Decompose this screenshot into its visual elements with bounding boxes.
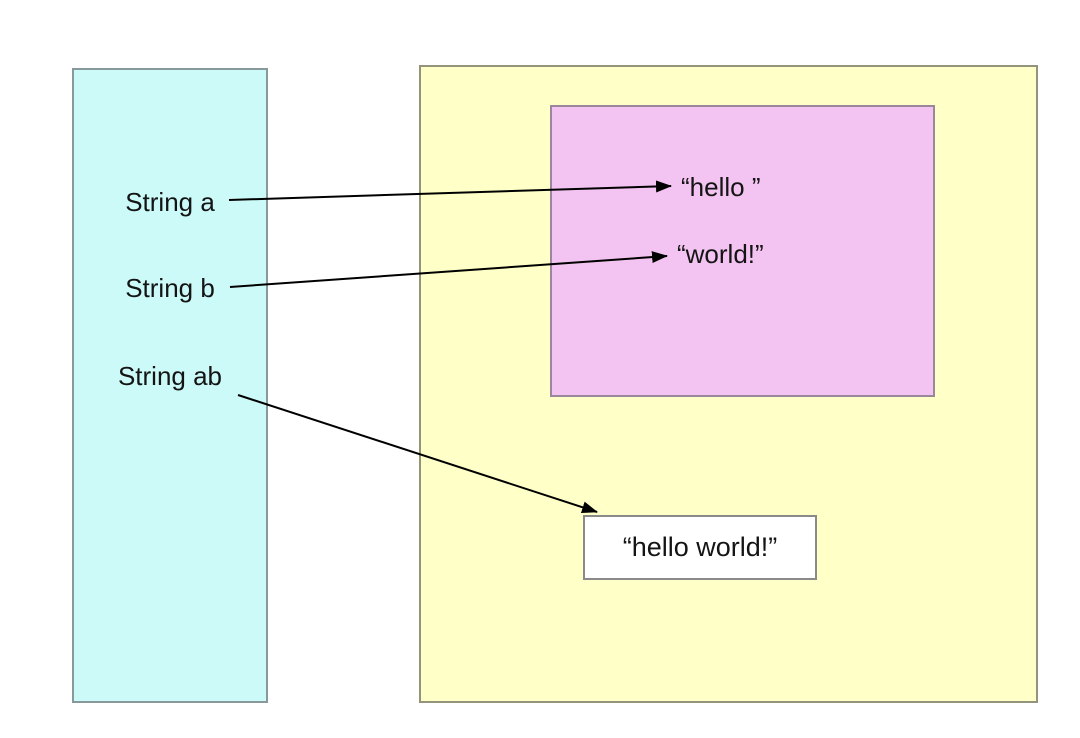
- stack-label-string-ab: String ab: [117, 361, 223, 391]
- pool-string-world: “world!”: [677, 239, 764, 269]
- heap-string-box: “hello world!”: [583, 515, 817, 580]
- stack-rect: [72, 68, 268, 703]
- stack-label-string-a: String a: [125, 187, 215, 217]
- heap-string-hello-world: “hello world!”: [622, 532, 778, 562]
- stack-label-string-b: String b: [125, 273, 215, 303]
- string-pool-rect: [550, 105, 935, 397]
- pool-string-hello: “hello ”: [681, 172, 761, 202]
